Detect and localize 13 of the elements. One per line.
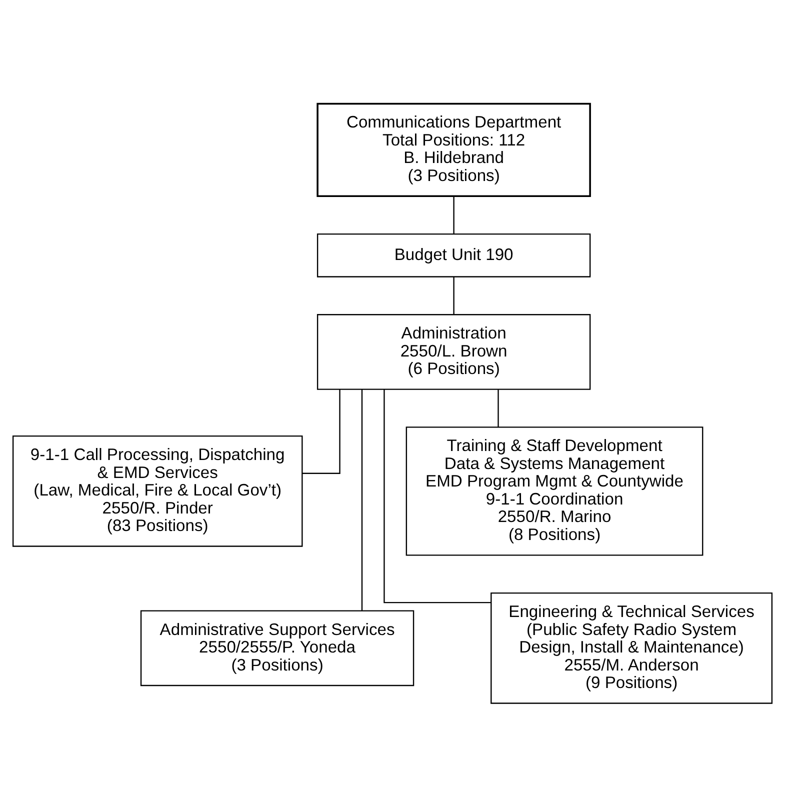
connector — [302, 388, 340, 474]
connector — [453, 196, 454, 234]
node-box: Budget Unit 190 — [316, 232, 591, 277]
node-box: Communications Department Total Positions: 112 B. Hildebrand (3 Positions) — [316, 102, 591, 197]
node-box: Administrative Support Services 2550/2555/P. Yoneda (3 Positions) — [140, 610, 414, 686]
connector — [361, 388, 363, 610]
node-box: Administration 2550/L. Brown (6 Positions) — [316, 314, 591, 390]
node-box: Engineering & Technical Services (Public Safety Radio System Design, Install & Maintenance) 2555/M. Anderson (9 Positions) — [490, 592, 773, 704]
connector — [498, 389, 499, 427]
connector — [453, 276, 454, 314]
connector — [384, 388, 491, 603]
node-box: Training & Staff Development Data & Systems Management EMD Program Mgmt & Countywide 9-1-1 Coordination 2550/R. Marino (8 Positions) — [406, 426, 704, 556]
node-box: 9-1-1 Call Processing, Dispatching & EMD Services (Law, Medical, Fire & Local Gov’t) 2550/R. Pinder (83 Positions) — [12, 435, 303, 546]
